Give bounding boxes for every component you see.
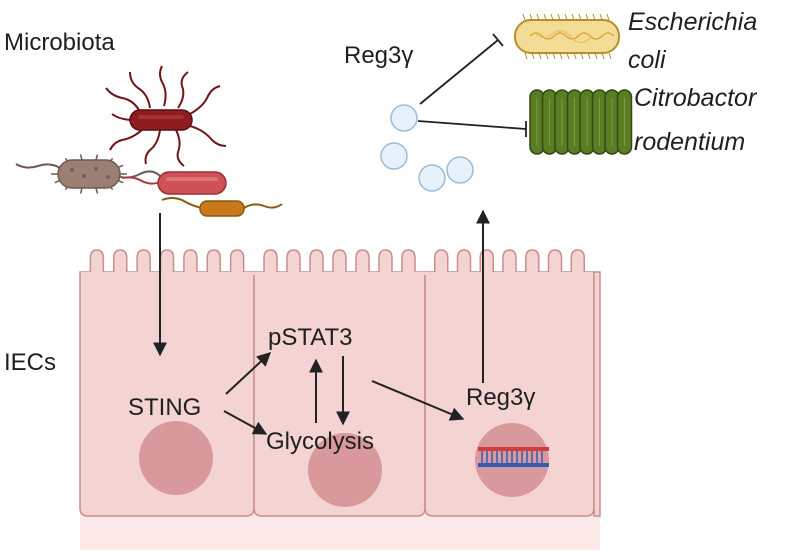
microvillus <box>286 249 301 275</box>
reg3g-protein-icon <box>380 142 408 170</box>
arrow-sting-to-glycolysis <box>223 410 268 435</box>
microvillus <box>570 249 585 275</box>
reg3g-protein-icon <box>418 164 446 192</box>
microbiota-group <box>15 65 283 217</box>
nucleus-icon <box>308 433 382 507</box>
e-coli-label-line2: coli <box>628 46 667 74</box>
microvillus <box>89 249 105 275</box>
hairy-bacterium-icon <box>15 154 161 194</box>
sting-label: STING <box>128 394 201 421</box>
reg3g-cell-label: Reg3γ <box>466 384 535 411</box>
microbiota-label: Microbiota <box>4 29 115 56</box>
citrobacter-icon <box>529 89 633 155</box>
microvillus <box>355 249 370 275</box>
cell-4-partial <box>593 271 601 517</box>
epithelial-layer <box>79 249 601 550</box>
microvillus <box>159 249 175 275</box>
reg3g-protein-icon <box>390 104 418 132</box>
iecs-label: IECs <box>4 349 56 376</box>
flagellated-bacterium-body <box>129 109 193 131</box>
citrobacter-label-line2: rodentium <box>634 128 745 156</box>
inhibition-lines <box>417 33 527 137</box>
microvillus <box>525 249 540 275</box>
microvillus <box>263 249 278 275</box>
microvillus <box>136 249 151 275</box>
microvillus <box>547 249 563 275</box>
e-coli-label-line1: Escherichia <box>628 8 757 36</box>
glycolysis-label: Glycolysis <box>266 428 374 455</box>
flagellated-bacterium-icon <box>105 65 227 167</box>
microvillus <box>378 249 393 275</box>
reg3g-protein-group <box>380 104 474 192</box>
microvillus <box>502 249 517 275</box>
nucleus-icon <box>139 421 213 495</box>
microvillus <box>183 249 198 275</box>
microvillus <box>206 249 221 275</box>
rod-bacterium-icon <box>121 171 227 195</box>
microvillus <box>434 249 449 275</box>
orange-bacterium-icon <box>161 197 283 217</box>
microvillus <box>229 249 245 275</box>
microvilli <box>81 249 593 275</box>
reg3g-protein-icon <box>446 156 474 184</box>
microvillus <box>332 249 347 275</box>
microvillus <box>309 249 324 275</box>
arrow-pstat3-to-reg3g <box>371 380 465 421</box>
reg3g-secreted-label: Reg3γ <box>344 42 413 69</box>
microvillus <box>401 249 416 275</box>
citrobacter-label-line1: Citrobactor <box>634 84 758 112</box>
microvillus <box>113 249 128 275</box>
microvillus <box>456 249 472 275</box>
dna-icon <box>478 447 549 467</box>
pathway-arrows <box>153 209 490 435</box>
pstat3-label: pSTAT3 <box>268 324 352 351</box>
e-coli-icon <box>514 13 620 60</box>
arrow-sting-to-pstat3 <box>225 352 272 395</box>
